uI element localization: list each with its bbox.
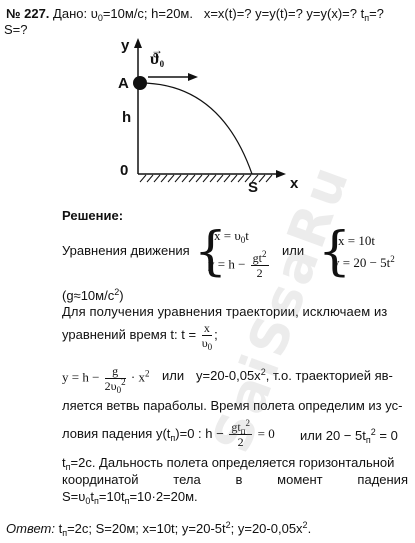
problem-number: № 227. — [6, 6, 50, 21]
axis-x-label: x — [290, 175, 299, 192]
g-note: (g≈10м/с2) — [62, 287, 124, 304]
questions-text: x=x(t)=? y=y(t)=? y=y(x)=? tп=? — [203, 6, 384, 23]
x-axis-arrow — [276, 170, 286, 178]
brace-left-1: { — [194, 222, 228, 282]
origin-label: 0 — [120, 162, 129, 179]
trajectory-figure — [133, 38, 286, 183]
answer-label: Ответ: — [6, 521, 55, 536]
velocity-label: →ϑ0 — [150, 43, 165, 69]
or-text-1: или — [282, 243, 305, 258]
height-label: h — [122, 109, 132, 126]
answer-line: Ответ: tп=2с; S=20м; x=10t; y=20-5t2; y=… — [6, 520, 312, 538]
velocity-arrowhead — [188, 73, 198, 81]
point-a-label: A — [118, 75, 129, 92]
solution-heading: Решение: — [62, 208, 124, 223]
equation-x: x = υ0t — [214, 228, 249, 245]
equation-x-numeric: x = 10t — [338, 233, 375, 248]
equation-y-numeric: y = 20 − 5t2 — [333, 254, 395, 271]
axis-y-label: y — [121, 37, 130, 54]
ground-hatching — [139, 174, 273, 183]
paragraph-1-line-1: Для получения уравнения траектории, искл… — [62, 304, 388, 319]
given-text: Дано: υ0=10м/с; h=20м. — [53, 6, 193, 23]
paragraph-3-line-1: tп=2с. Дальность полета определяется гор… — [62, 455, 395, 472]
problem-header: № 227. Дано: υ0=10м/с; h=20м. x=x(t)=? y… — [6, 6, 384, 23]
header-line2: S=? — [4, 22, 28, 37]
brace-left-2: { — [318, 222, 352, 282]
ball — [133, 76, 147, 90]
fall-condition-numeric: или 20 − 5tп2 = 0 — [300, 427, 398, 445]
equations-label: Уравнения движения — [62, 243, 190, 258]
paragraph-3-line-2: координатой тела в момент падения — [62, 472, 408, 487]
trajectory-result: y=20-0,05x2, т.о. траекторией яв- — [196, 367, 393, 384]
range-s-label: S — [248, 179, 259, 196]
paragraph-3-line-3: S=υ0tп=10tп=10·2=20м. — [62, 489, 198, 506]
paragraph-2-line-1: ляется ветвь параболы. Время полета опре… — [62, 398, 403, 413]
or-text-2: или — [162, 368, 185, 383]
trajectory-curve — [139, 82, 253, 175]
y-axis-arrow — [134, 38, 142, 48]
